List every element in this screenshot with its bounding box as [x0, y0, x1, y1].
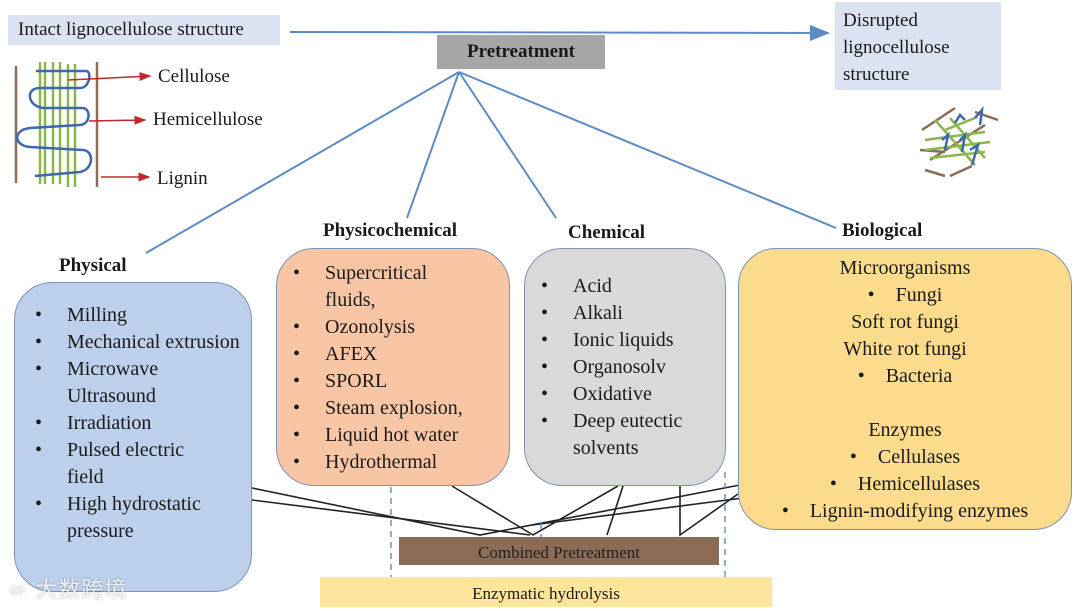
list-item: •Acid — [525, 273, 725, 300]
bullet-icon: • — [35, 331, 43, 353]
list-item: •Microwave Ultrasound — [35, 358, 159, 407]
list-item: •Organosolv — [525, 354, 725, 381]
bullet-icon: • — [35, 493, 43, 515]
list-item: •Liquid hot water — [277, 422, 509, 449]
bullet-icon: • — [293, 316, 301, 338]
physical-box: •Milling •Mechanical extrusion •Microwav… — [14, 282, 252, 592]
bullet-icon: • — [35, 304, 43, 326]
physical-list: •Milling •Mechanical extrusion •Microwav… — [19, 302, 251, 545]
disrupted-structure-illustration — [919, 106, 999, 178]
physicochemical-box: •Supercritical fluids, •Ozonolysis •AFEX… — [276, 248, 510, 486]
bullet-icon: • — [541, 275, 549, 297]
list-item: •Ionic liquids — [525, 327, 725, 354]
disrupted-line-3: structure — [843, 64, 910, 85]
list-item: •High hydrostatic pressure — [35, 493, 201, 542]
bullet-icon: • — [293, 424, 301, 446]
list-item: •Lignin-modifying enzymes — [739, 498, 1071, 525]
bullet-icon: • — [781, 500, 789, 522]
list-item: •Irradiation — [19, 410, 251, 437]
list-item: •Mechanical extrusion — [19, 329, 251, 356]
enzymes-heading: Enzymes — [868, 419, 942, 441]
list-item: •Fungi — [739, 282, 1071, 309]
list-item: •Bacteria — [739, 363, 1071, 390]
list-item: •Ozonolysis — [277, 314, 509, 341]
list-item: •Steam explosion, — [277, 395, 509, 422]
physicochemical-list: •Supercritical fluids, •Ozonolysis •AFEX… — [277, 260, 509, 476]
hemicellulose-label: Hemicellulose — [153, 109, 263, 130]
pretreatment-to-physical-line — [145, 71, 460, 254]
watermark: ∞ 大数跨境 — [8, 578, 128, 603]
pretreatment-box: Pretreatment — [437, 35, 605, 69]
biological-box: Microorganisms •Fungi Soft rot fungi Whi… — [738, 248, 1072, 530]
list-item: •Hydrothermal — [277, 449, 509, 476]
chemical-title: Chemical — [568, 222, 646, 243]
bullet-icon: • — [541, 356, 549, 378]
bullet-icon: • — [293, 343, 301, 365]
disrupted-line-1: Disrupted — [843, 10, 918, 31]
microorganisms-heading: Microorganisms — [839, 257, 971, 279]
bullet-icon: • — [293, 451, 301, 473]
intact-structure-illustration — [14, 62, 152, 187]
bullet-icon: • — [35, 358, 43, 380]
bullet-icon: • — [857, 365, 865, 387]
list-item: •Supercritical fluids, — [293, 262, 428, 311]
list-item: •Milling — [19, 302, 251, 329]
physical-title: Physical — [59, 255, 127, 276]
list-item: •Oxidative — [525, 381, 725, 408]
bullet-icon: • — [293, 262, 301, 284]
enzymatic-hydrolysis-box: Enzymatic hydrolysis — [320, 577, 772, 607]
bullet-icon: • — [541, 383, 549, 405]
list-item: •Hemicellulases — [739, 471, 1071, 498]
intact-to-disrupted-arrow — [289, 24, 830, 41]
bullet-icon: • — [293, 397, 301, 419]
cellulose-label: Cellulose — [158, 66, 230, 87]
list-item: •Alkali — [525, 300, 725, 327]
bullet-icon: • — [867, 284, 875, 306]
lignin-label: Lignin — [157, 168, 208, 189]
watermark-logo-icon: ∞ — [8, 578, 36, 603]
physicochemical-title: Physicochemical — [323, 220, 458, 241]
list-item: •Cellulases — [739, 444, 1071, 471]
pretreatment-to-chemical-line — [458, 71, 557, 219]
combined-pretreatment-box: Combined Pretreatment — [399, 537, 719, 565]
bullet-icon: • — [829, 473, 837, 495]
bullet-icon: • — [541, 329, 549, 351]
bullet-icon: • — [849, 446, 857, 468]
cellulose-arrow — [67, 72, 152, 82]
spacer — [739, 390, 1071, 417]
fungi-type: White rot fungi — [843, 338, 967, 360]
pretreatment-to-physicochemical-line — [406, 71, 460, 219]
list-item: •SPORL — [277, 368, 509, 395]
fungi-type: Soft rot fungi — [851, 311, 959, 333]
bullet-icon: • — [293, 370, 301, 392]
list-item: •Deep eutectic solvents — [541, 410, 683, 459]
disrupted-structure-title: Disrupted lignocellulose structure — [835, 2, 1001, 90]
intact-structure-title: Intact lignocellulose structure — [8, 15, 280, 45]
list-item: •AFEX — [277, 341, 509, 368]
chemical-box: •Acid •Alkali •Ionic liquids •Organosolv… — [524, 248, 726, 486]
bullet-icon: • — [541, 410, 549, 432]
combined-connectors — [251, 484, 744, 537]
chemical-list: •Acid •Alkali •Ionic liquids •Organosolv… — [525, 273, 725, 462]
biological-title: Biological — [842, 220, 923, 241]
disrupted-line-2: lignocellulose — [843, 37, 950, 58]
bullet-icon: • — [35, 439, 43, 461]
bullet-icon: • — [35, 412, 43, 434]
bullet-icon: • — [541, 302, 549, 324]
list-item: •Pulsed electric field — [35, 439, 185, 488]
enzymatic-dashed-connectors — [390, 472, 726, 585]
pretreatment-to-biological-line — [458, 71, 837, 229]
hemicellulose-arrow — [88, 115, 147, 125]
